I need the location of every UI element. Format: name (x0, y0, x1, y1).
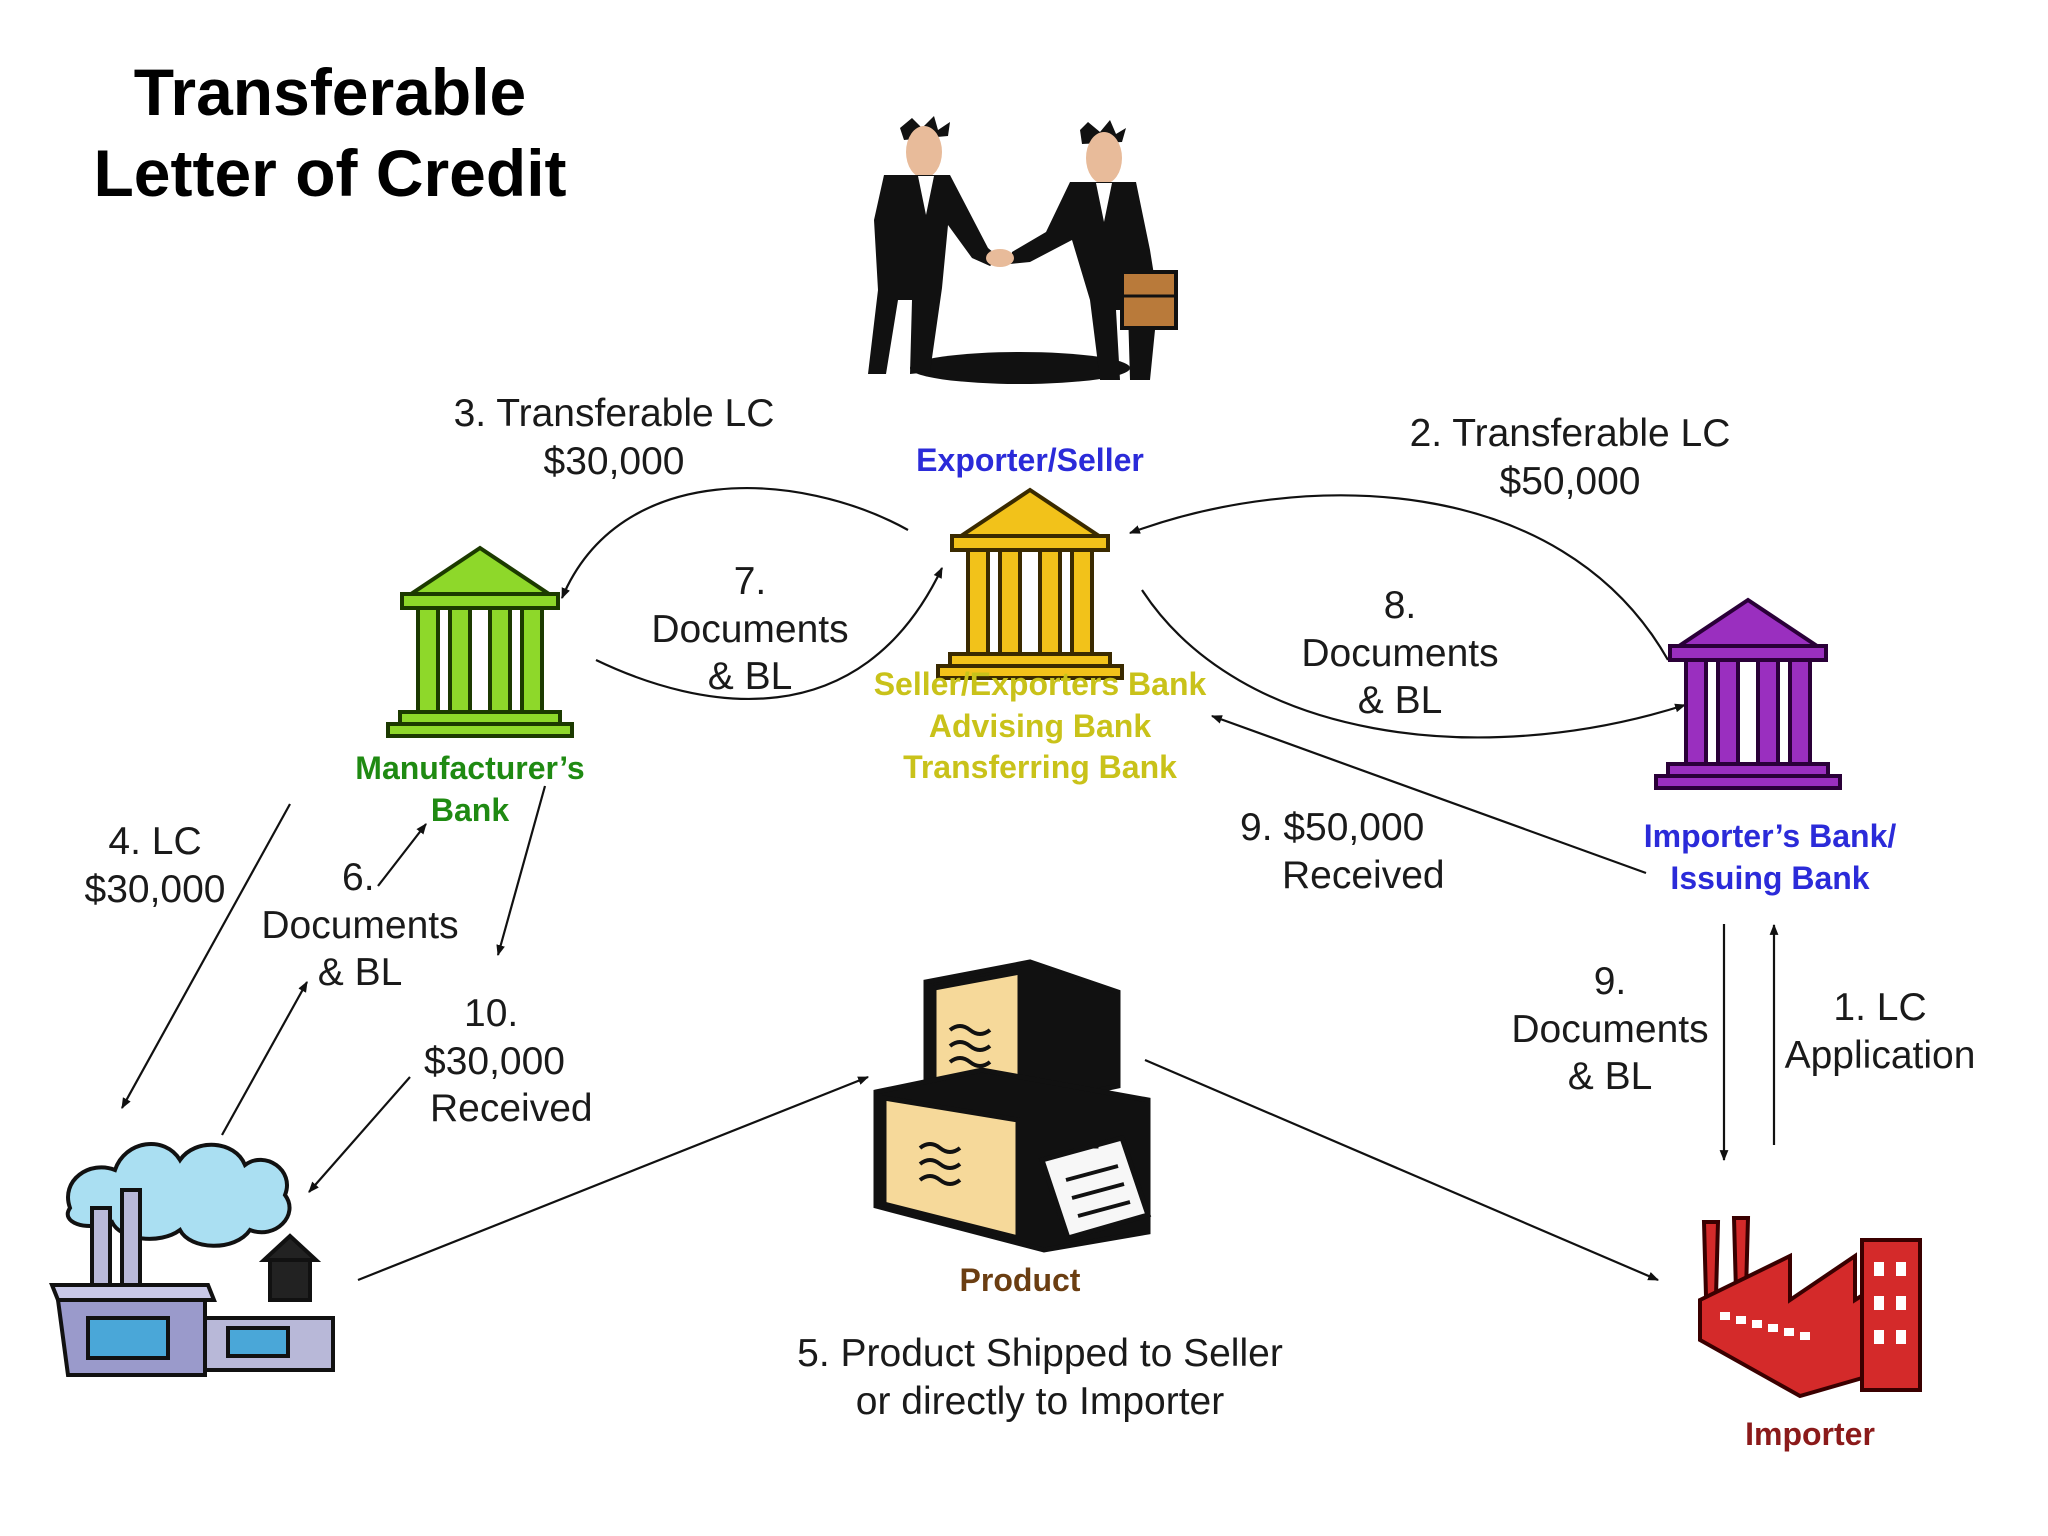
step-9b-line-2: Documents (1511, 1007, 1709, 1051)
step-9a-line-2: Received (1282, 853, 1445, 897)
step-9a-line-1: 9. $50,000 (1240, 806, 1425, 849)
arrow-payment-30000-upper (496, 785, 547, 957)
step-8-label: 8. Documents & BL (1290, 582, 1510, 725)
step-2-label: 2. Transferable LC $50,000 (1380, 410, 1760, 505)
step-5-label: 5. Product Shipped to Seller or directly… (760, 1330, 1320, 1425)
step-10-line-1: 10. (464, 992, 519, 1035)
step-1-line-1: 1. LC (1833, 986, 1927, 1029)
exporter-label: Exporter/Seller (916, 442, 1144, 478)
step-4-label: 4. LC $30,000 (60, 818, 250, 913)
step-9a-label: 9. $50,000 Received (1240, 804, 1500, 899)
connectors (121, 487, 1779, 1282)
step-2-line-2: $50,000 (1499, 459, 1641, 503)
step-8-line-1: 8. (1383, 584, 1417, 627)
step-5-line-2: or directly to Importer (855, 1379, 1225, 1423)
step-6-label: 6. Documents & BL (250, 854, 470, 997)
step-6-line-2: Documents (261, 903, 459, 947)
advising-bank-line-2: Advising Bank (928, 707, 1152, 744)
step-3-line-2: $30,000 (543, 439, 685, 483)
handshake-icon (868, 116, 1178, 384)
arrow-transferable-lc-30000 (560, 487, 909, 600)
step-6-line-1: 6. (342, 856, 375, 899)
importer-factory-icon (1698, 1216, 1922, 1399)
arrow-transferable-lc-50000 (1128, 494, 1669, 661)
step-7-line-1: 7. (733, 560, 767, 603)
title-line-1: Transferable (133, 55, 527, 129)
arrow-documents-6-upper (377, 823, 427, 887)
step-7-label: 7. Documents & BL (640, 558, 860, 701)
step-1-line-2: Application (1784, 1033, 1976, 1077)
issuing-bank-icon (1654, 598, 1842, 790)
advising-bank-line-1: Seller/Exporters Bank (873, 666, 1207, 702)
step-8-line-2: Documents (1301, 631, 1499, 675)
step-4-line-1: 4. LC (108, 820, 202, 863)
arrow-documents-7 (595, 567, 943, 700)
arrow-lc-30000 (121, 803, 291, 1109)
arrow-shipment-to-product (357, 1075, 870, 1282)
page-title: Transferable Letter of Credit (70, 52, 590, 213)
manufacturers-bank-icon (386, 546, 574, 738)
step-10-label: 10. $30,000 Received (420, 990, 620, 1133)
step-5-line-1: 5. Product Shipped to Seller (797, 1332, 1283, 1375)
step-3-label: 3. Transferable LC $30,000 (424, 390, 804, 485)
manufacturer-factory-icon (49, 1142, 335, 1377)
step-10-line-2: $30,000 (424, 1039, 565, 1083)
step-1-label: 1. LC Application (1770, 984, 1990, 1079)
issuing-bank-line-1: Importer’s Bank/ (1643, 818, 1897, 854)
manufacturers-bank-label: Manufacturer’s Bank (320, 748, 620, 831)
advising-bank-icon (936, 488, 1124, 680)
issuing-bank-label: Importer’s Bank/ Issuing Bank (1600, 816, 1940, 899)
step-4-line-2: $30,000 (84, 867, 226, 911)
title-line-2: Letter of Credit (93, 135, 567, 210)
step-8-line-3: & BL (1357, 679, 1443, 723)
step-7-line-2: Documents (651, 607, 849, 651)
step-3-line-1: 3. Transferable LC (453, 392, 775, 435)
step-9b-label: 9. Documents & BL (1500, 958, 1720, 1101)
manufacturers-bank-line-1: Manufacturer’s (355, 750, 585, 786)
arrow-documents-8 (1141, 589, 1687, 739)
product-label: Product (959, 1262, 1081, 1298)
importer-label: Importer (1745, 1416, 1875, 1452)
manufacturers-bank-line-2: Bank (430, 791, 510, 828)
issuing-bank-line-2: Issuing Bank (1670, 859, 1870, 896)
step-6-line-3: & BL (317, 951, 403, 995)
step-2-line-1: 2. Transferable LC (1409, 412, 1731, 455)
advising-bank-label: Seller/Exporters Bank Advising Bank Tran… (820, 664, 1260, 789)
step-10-line-3: Received (430, 1087, 593, 1131)
advising-bank-line-3: Transferring Bank (903, 749, 1177, 786)
arrow-shipment-to-importer (1144, 1058, 1660, 1282)
step-9b-line-1: 9. (1593, 960, 1627, 1003)
arrow-documents-6-lower (221, 981, 308, 1136)
step-9b-line-3: & BL (1567, 1055, 1653, 1099)
product-boxes-icon (873, 959, 1152, 1253)
step-7-line-3: & BL (707, 655, 793, 699)
arrow-payment-30000-lower (308, 1076, 411, 1193)
arrow-payment-50000 (1210, 714, 1647, 875)
